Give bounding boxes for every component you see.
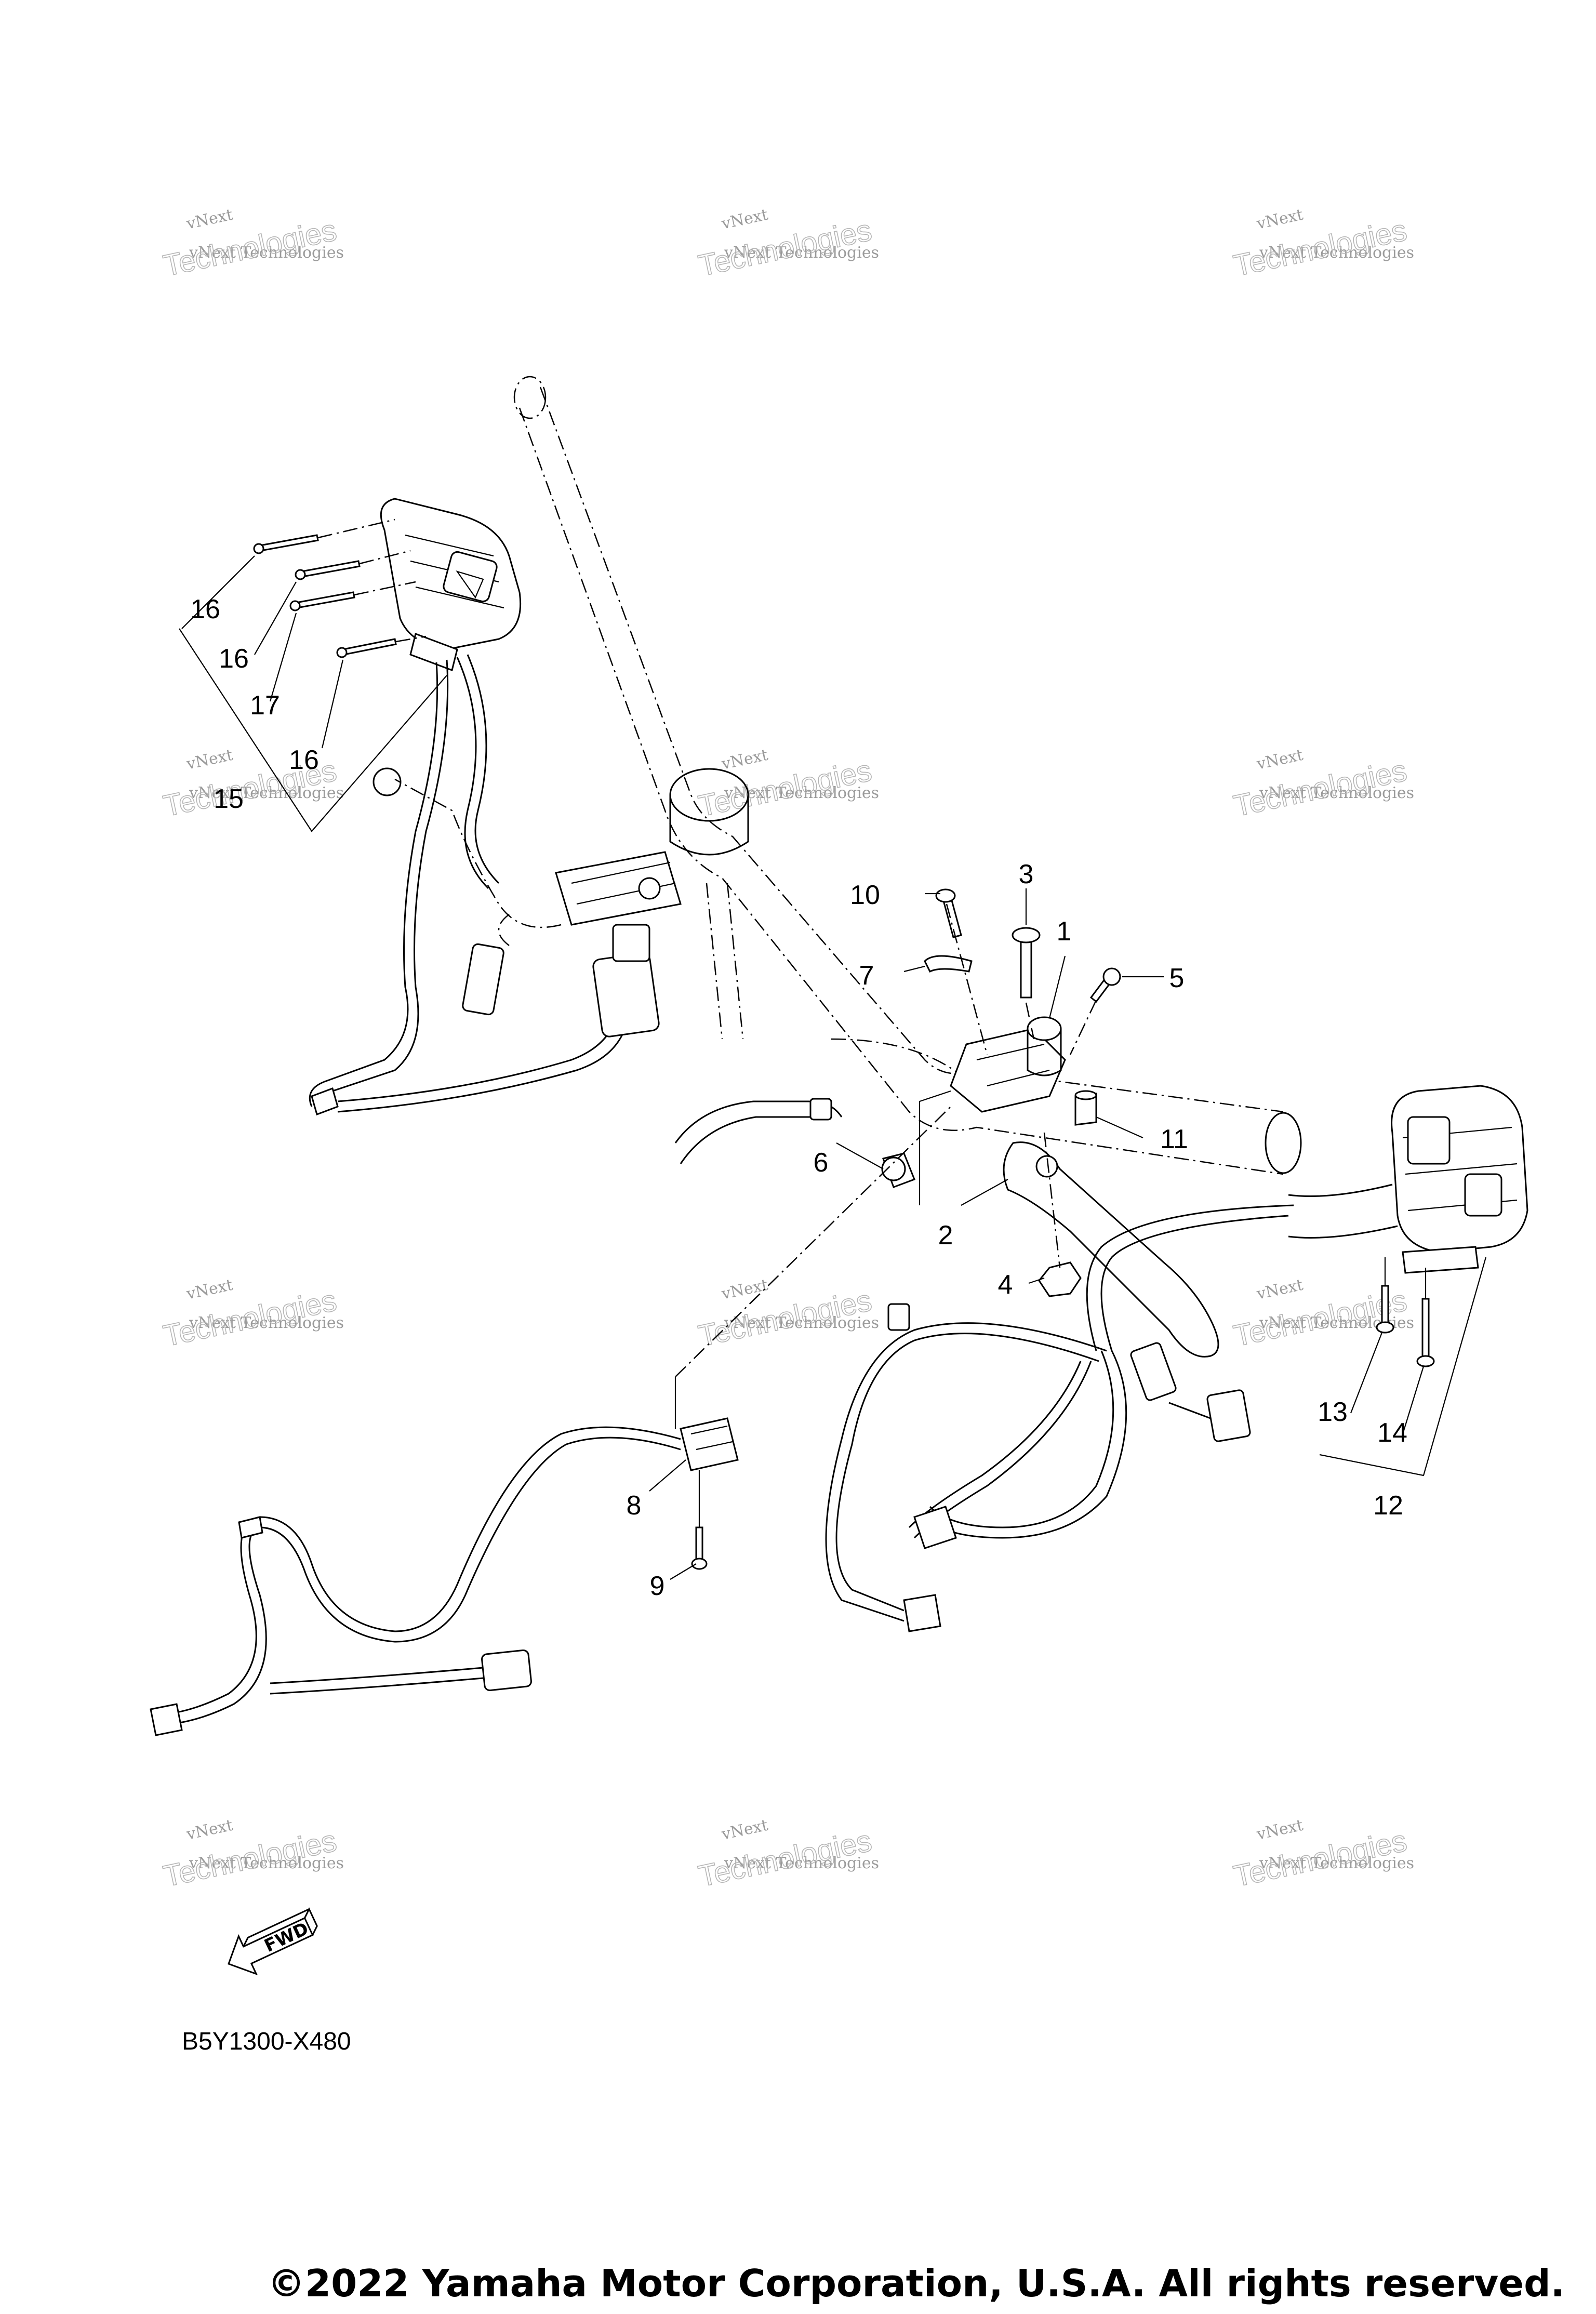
copyright-notice: ©2022 Yamaha Motor Corporation, U.S.A. A…	[268, 2262, 1565, 2305]
handlebar-outline	[513, 376, 1302, 1175]
callout-numbers: 1 2 3 4 5 6 7 8 9 10 11 12 13 14 15 16 1…	[190, 594, 1407, 1601]
callout-16a: 16	[190, 594, 220, 624]
callout-5: 5	[1169, 963, 1185, 993]
svg-text:vNext Technologies: vNext Technologies	[1259, 244, 1414, 262]
svg-text:vNext Technologies: vNext Technologies	[189, 1854, 344, 1872]
svg-text:vNext: vNext	[1255, 1276, 1305, 1304]
callout-14: 14	[1377, 1418, 1407, 1448]
clutch-cable	[674, 1098, 843, 1164]
left-switch-screws	[253, 518, 427, 658]
callout-4: 4	[998, 1270, 1013, 1300]
svg-text:vNext Technologies: vNext Technologies	[724, 784, 879, 802]
svg-text:vNext: vNext	[720, 746, 769, 774]
clutch-lever-assembly	[881, 888, 1219, 1358]
callout-11: 11	[1160, 1124, 1188, 1154]
right-switch-harness	[825, 1204, 1294, 1632]
callout-15: 15	[214, 784, 244, 814]
callout-7: 7	[859, 961, 874, 991]
front-stop-switch-harness	[150, 1106, 951, 1736]
watermark: vNext vNext Technologies Technologies vN…	[160, 206, 1414, 1894]
svg-text:vNext Technologies: vNext Technologies	[724, 1854, 879, 1872]
svg-text:vNext Technologies: vNext Technologies	[189, 244, 344, 262]
svg-text:vNext Technologies: vNext Technologies	[189, 784, 344, 802]
callout-2: 2	[938, 1220, 953, 1251]
callout-13: 13	[1318, 1397, 1348, 1427]
callout-16c: 16	[289, 745, 319, 775]
callout-1: 1	[1057, 916, 1072, 947]
callout-16b: 16	[219, 644, 249, 674]
svg-text:vNext Technologies: vNext Technologies	[724, 1314, 879, 1332]
svg-text:vNext: vNext	[1255, 1816, 1305, 1844]
left-switch-harness	[309, 654, 660, 1115]
svg-text:vNext: vNext	[720, 1276, 769, 1304]
svg-text:vNext: vNext	[720, 206, 769, 233]
callout-6: 6	[814, 1148, 829, 1178]
svg-text:vNext Technologies: vNext Technologies	[1259, 1854, 1414, 1872]
callout-3: 3	[1019, 859, 1034, 889]
svg-text:vNext: vNext	[720, 1816, 769, 1844]
svg-text:vNext: vNext	[1255, 206, 1305, 233]
svg-text:vNext: vNext	[184, 746, 234, 774]
svg-text:vNext: vNext	[184, 1276, 234, 1304]
callout-9: 9	[650, 1571, 665, 1601]
svg-text:vNext Technologies: vNext Technologies	[189, 1314, 344, 1332]
fwd-label: FWD	[261, 1918, 312, 1957]
svg-text:vNext: vNext	[1255, 746, 1305, 774]
callout-8: 8	[627, 1491, 642, 1521]
callout-17: 17	[250, 690, 280, 721]
leader-lines	[179, 555, 1487, 1580]
callout-12: 12	[1373, 1491, 1403, 1521]
svg-text:vNext Technologies: vNext Technologies	[1259, 784, 1414, 802]
front-brake-master	[373, 767, 749, 946]
diagram-code: B5Y1300-X480	[182, 2028, 351, 2055]
callout-10: 10	[850, 880, 880, 910]
svg-text:vNext Technologies: vNext Technologies	[724, 244, 879, 262]
right-handlebar-switch	[1288, 1085, 1528, 1367]
left-handlebar-switch	[380, 498, 522, 671]
fwd-arrow-icon: FWD	[228, 1907, 318, 1975]
svg-text:vNext: vNext	[184, 206, 234, 233]
svg-text:vNext: vNext	[184, 1816, 234, 1844]
